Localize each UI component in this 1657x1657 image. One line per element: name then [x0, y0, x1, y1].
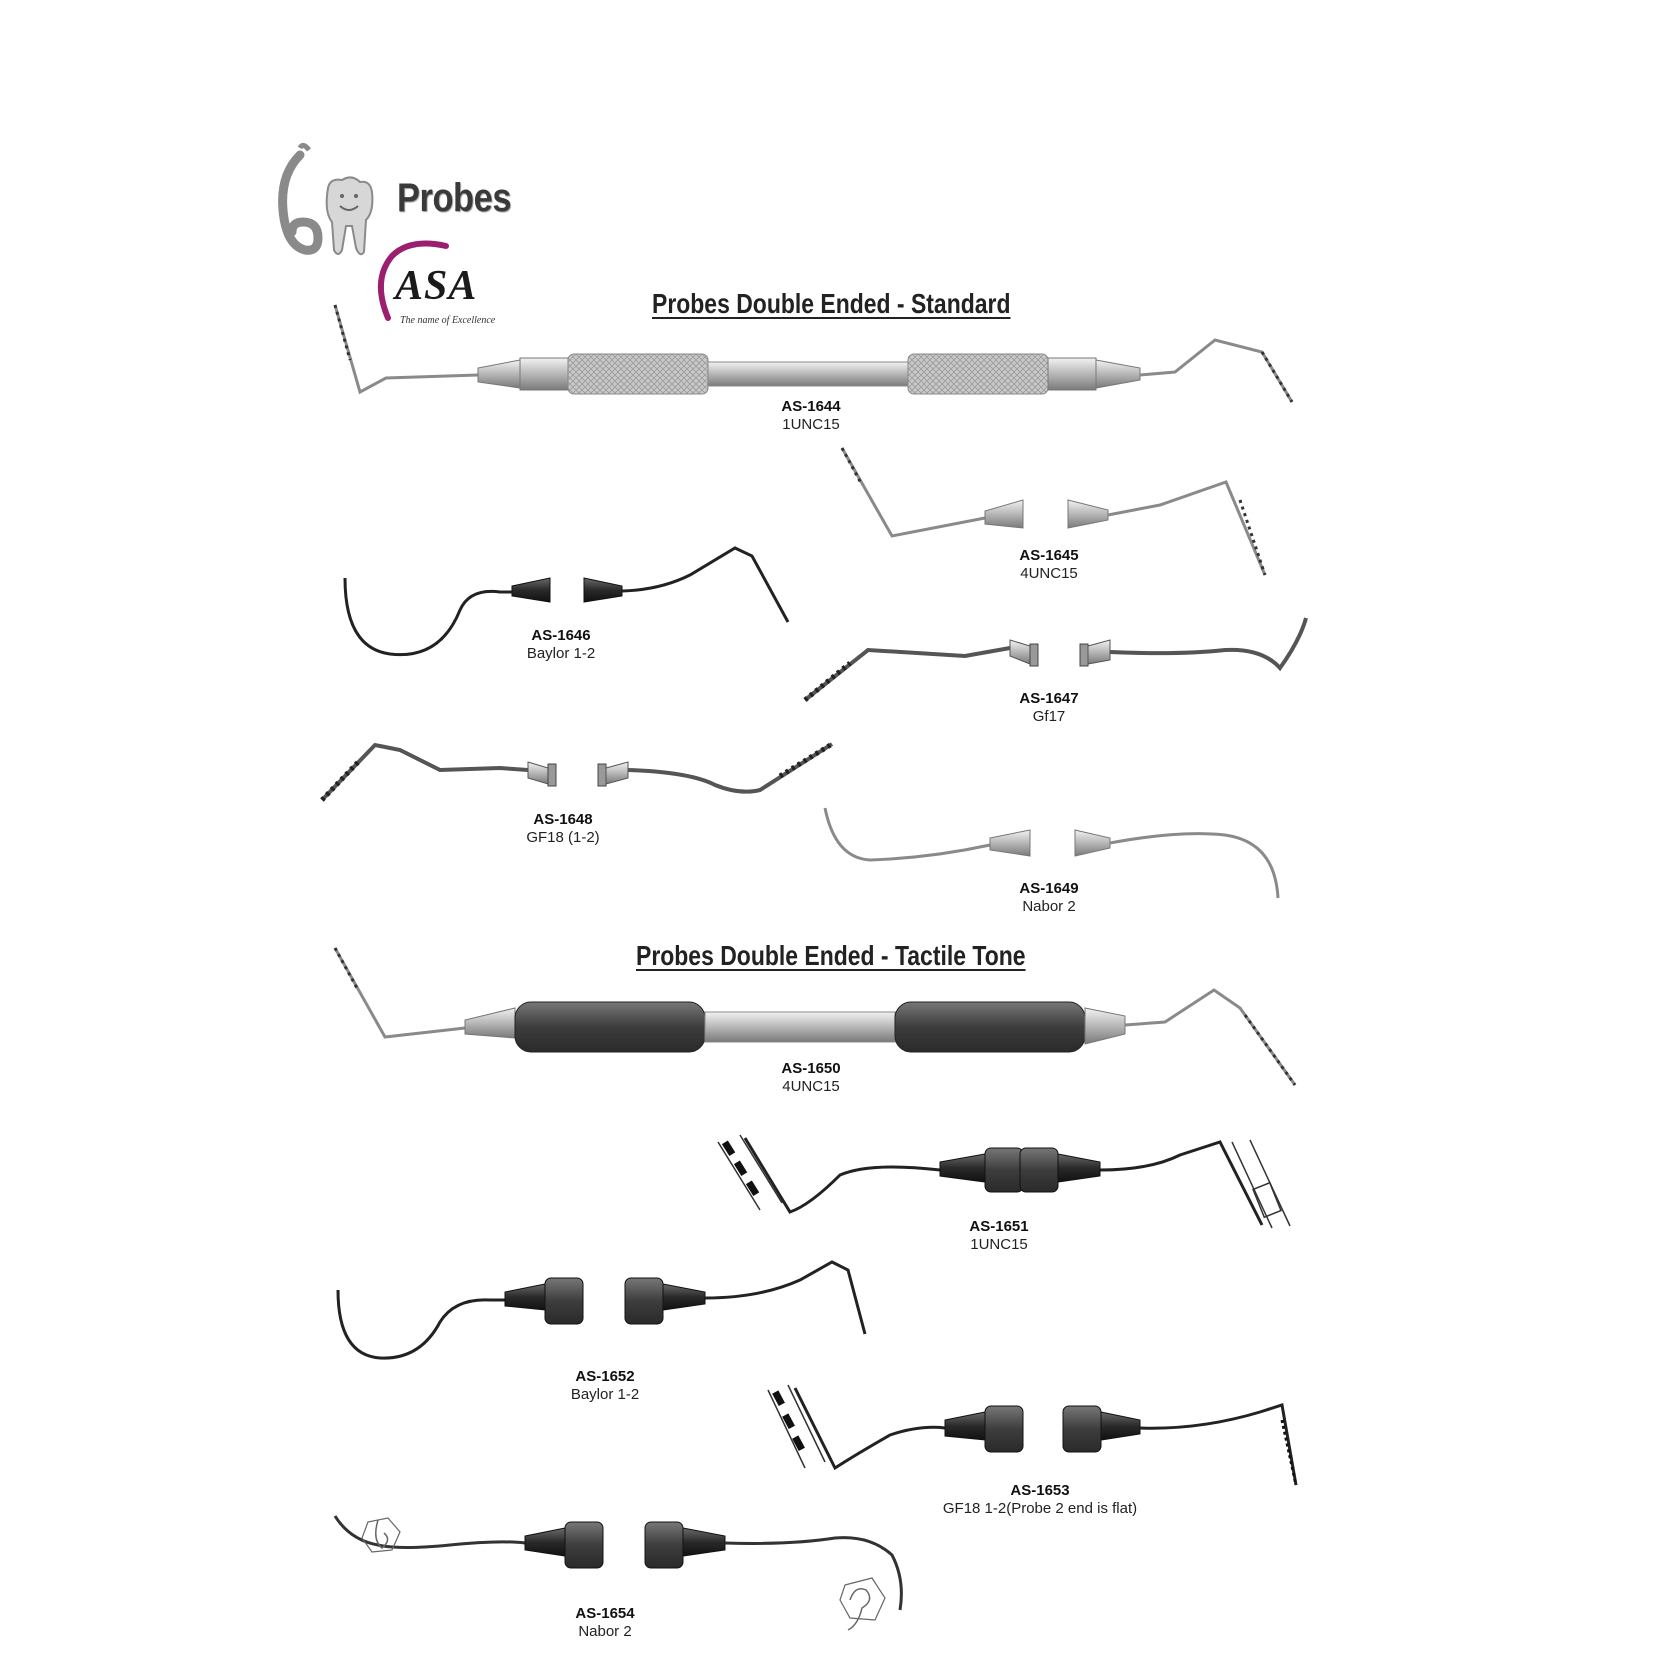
product-model: Baylor 1-2: [570, 1386, 640, 1403]
product-model: 1UNC15: [782, 416, 840, 433]
product-model: GF18 1-2(Probe 2 end is flat): [942, 1500, 1138, 1517]
page-title: Probes: [397, 176, 512, 220]
product-model: 1UNC15: [970, 1236, 1028, 1253]
product-label-as-1650: AS-1650 4UNC15: [651, 1060, 971, 1096]
product-model: 4UNC15: [1020, 565, 1078, 582]
product-label-as-1651: AS-1651 1UNC15: [839, 1218, 1159, 1254]
product-code: AS-1652: [575, 1368, 635, 1385]
product-code: AS-1645: [1019, 547, 1079, 564]
brand-tagline: The name of Excellence: [400, 315, 496, 326]
product-label-as-1644: AS-1644 1UNC15: [651, 398, 971, 434]
product-code: AS-1647: [1019, 690, 1079, 707]
product-code: AS-1646: [531, 627, 591, 644]
product-code: AS-1649: [1019, 880, 1079, 897]
probe-scale-icon: [767, 1384, 826, 1469]
product-label-as-1647: AS-1647 Gf17: [889, 690, 1209, 726]
instrument-as-1646: [343, 546, 790, 657]
product-code: AS-1644: [781, 398, 841, 415]
instrument-as-1644: [333, 304, 1294, 403]
product-label-as-1649: AS-1649 Nabor 2: [889, 880, 1209, 916]
instrument-as-1650: [333, 947, 1297, 1086]
product-model: GF18 (1-2): [526, 829, 600, 846]
product-label-as-1654: AS-1654 Nabor 2: [445, 1605, 765, 1641]
probe-scale-icon: [717, 1134, 783, 1211]
tip-detail-icon: [361, 1517, 401, 1553]
product-label-as-1652: AS-1652 Baylor 1-2: [445, 1368, 765, 1404]
product-label-as-1645: AS-1645 4UNC15: [889, 547, 1209, 583]
product-code: AS-1653: [1010, 1482, 1070, 1499]
product-code: AS-1651: [969, 1218, 1029, 1235]
product-model: Nabor 2: [578, 1623, 632, 1640]
section-heading-tactile-tone: Probes Double Ended - Tactile Tone: [636, 940, 1026, 971]
instrument-as-1648: [320, 741, 834, 802]
product-model: 4UNC15: [782, 1078, 840, 1095]
tip-detail-icon: [839, 1577, 886, 1631]
instrument-as-1649: [823, 807, 1280, 899]
product-code: AS-1654: [575, 1605, 635, 1622]
product-label-as-1648: AS-1648 GF18 (1-2): [403, 811, 723, 847]
product-model: Nabor 2: [1022, 898, 1076, 915]
instrument-as-1647: [803, 617, 1308, 702]
brand-swoosh-icon: [377, 240, 449, 321]
instrument-as-1645: [840, 447, 1267, 576]
product-code: AS-1648: [533, 811, 593, 828]
brand-logo: ASA: [395, 263, 478, 309]
product-model: Baylor 1-2: [526, 645, 596, 662]
product-label-as-1653: AS-1653 GF18 1-2(Probe 2 end is flat): [880, 1482, 1200, 1518]
probe-scale-icon: [1231, 1139, 1291, 1229]
instrument-as-1652: [336, 1260, 867, 1360]
instrument-as-1653: [767, 1384, 1298, 1486]
product-code: AS-1650: [781, 1060, 841, 1077]
section-heading-standard: Probes Double Ended - Standard: [652, 288, 1011, 319]
product-label-as-1646: AS-1646 Baylor 1-2: [401, 627, 721, 663]
instrument-as-1651: [717, 1134, 1291, 1229]
product-model: Gf17: [1032, 708, 1066, 725]
instrument-as-1654: [333, 1515, 903, 1631]
tooth-logo-icon: [278, 142, 374, 256]
